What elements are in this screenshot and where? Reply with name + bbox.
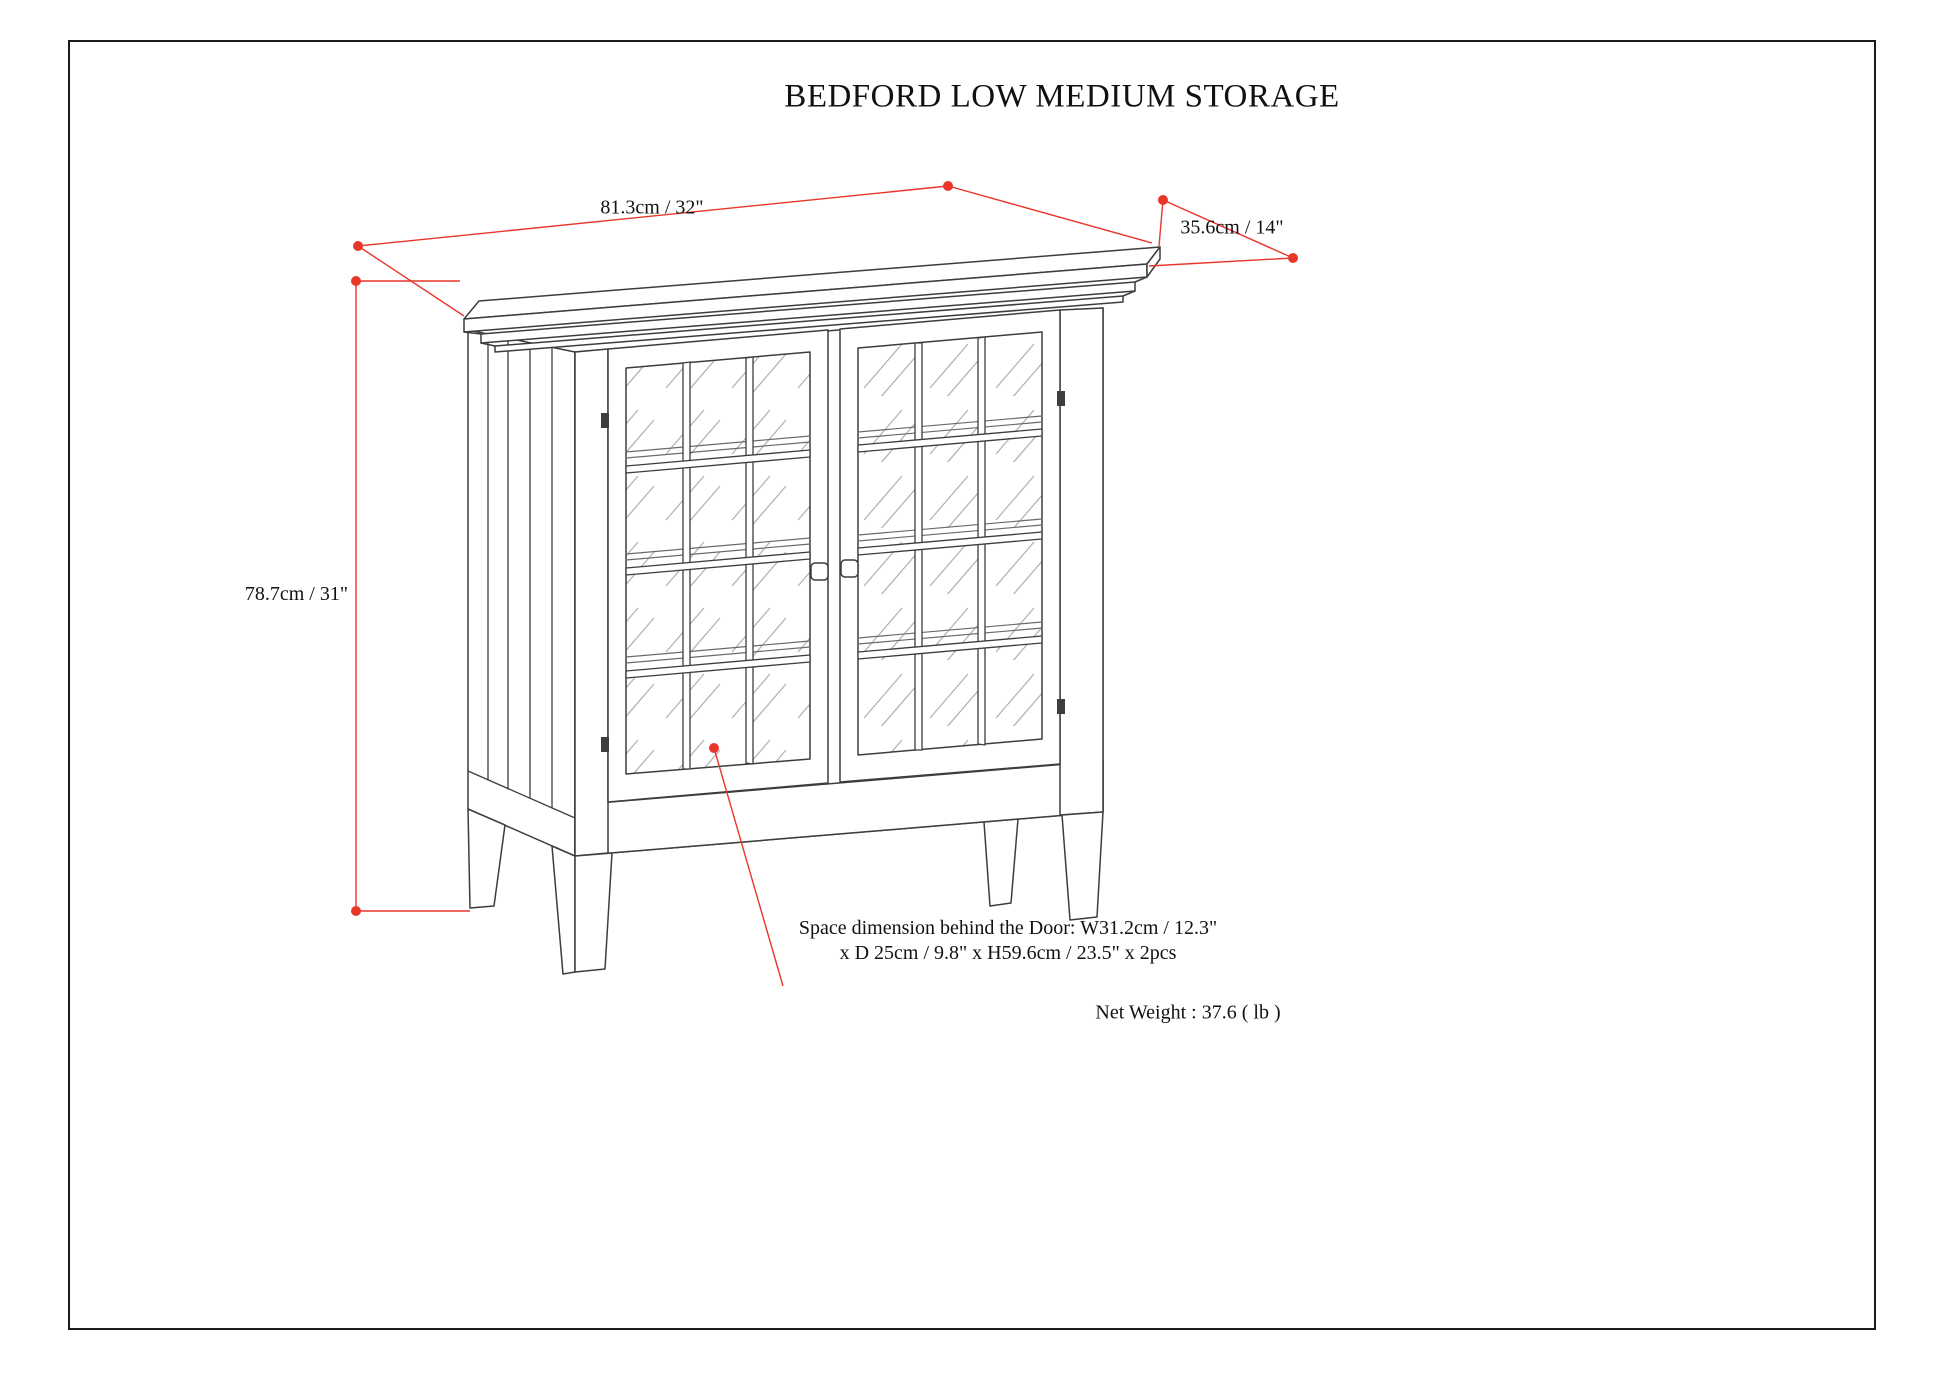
front-right-leg [1061,811,1104,921]
cabinet-top-molding [463,246,1161,353]
right-door-shelf-lines [857,415,1043,645]
page-border [68,40,1876,1330]
right-door-knob [840,559,859,578]
cabinet-left-side [467,329,576,857]
space-dimension-leader-line [713,747,784,987]
front-left-leg [551,845,576,975]
cabinet-drawing [463,246,1161,975]
net-weight-label: Net Weight : 37.6 ( lb ) [1095,1001,1281,1024]
left-door-shelf-lines [625,435,811,664]
front-legs [551,811,1104,975]
back-right-leg [983,818,1019,907]
diagram-title: BEDFORD LOW MEDIUM STORAGE [784,78,1340,115]
width-dimension-line [357,185,1153,317]
left-door-mullions [625,356,811,770]
dimension-lines [355,185,1294,987]
space-dimension-line1: Space dimension behind the Door: W31.2cm… [798,917,1218,939]
right-door [839,309,1061,783]
space-dimension-line2: x D 25cm / 9.8" x H59.6cm / 23.5" x 2pcs [839,942,1177,964]
space-dimension-note: Space dimension behind the Door: W31.2cm… [799,916,1217,966]
width-dimension-label: 81.3cm / 32" [600,196,704,219]
left-door [607,329,829,803]
height-dimension-label: 78.7cm / 31" [244,583,348,605]
right-door-mullions [857,336,1043,751]
dimension-endpoint-dots [351,181,1298,916]
left-door-knob [810,562,829,581]
depth-dimension-label: 35.6cm / 14" [1180,216,1284,239]
height-dimension-line [355,280,470,912]
back-left-leg [467,808,506,909]
depth-dimension-line [1148,199,1294,267]
right-stile [1059,307,1104,816]
hinge-marks [601,391,1065,752]
door-knobs [810,559,859,581]
